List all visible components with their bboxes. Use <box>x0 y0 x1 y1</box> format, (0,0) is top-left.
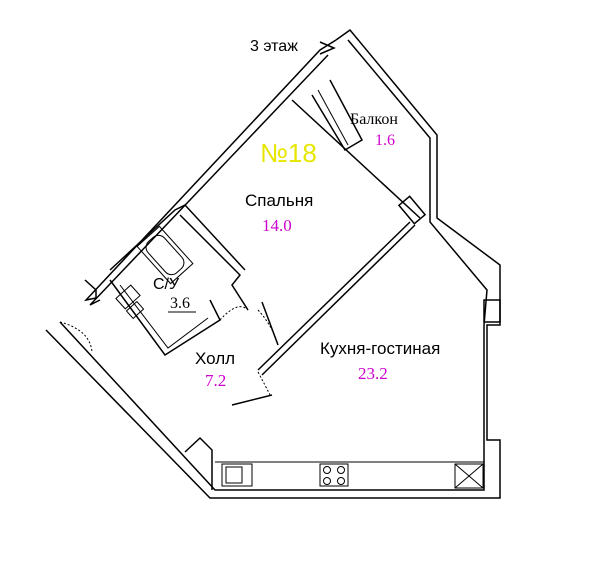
entrance-door <box>59 321 93 353</box>
bathroom-door <box>219 306 249 321</box>
balcony-outline <box>317 89 349 146</box>
outer-wall <box>45 28 501 499</box>
bathtub <box>136 225 194 285</box>
burner <box>323 466 331 474</box>
floor-label: 3 этаж <box>250 38 298 55</box>
room-area-hall: 7.2 <box>205 371 226 390</box>
room-name-bathroom: С/У <box>153 276 180 293</box>
plan-walls <box>45 28 501 499</box>
bathtub-inner <box>145 234 185 276</box>
room-area-bedroom: 14.0 <box>262 216 292 235</box>
room-area-balcony: 1.6 <box>375 132 395 149</box>
hall-door-leaf <box>231 394 273 406</box>
kitchen-sink <box>221 463 253 487</box>
kitchen-sink-basin <box>225 466 243 484</box>
bedroom-kitchen-wall-2 <box>261 224 416 376</box>
apartment-number: №18 <box>260 138 317 168</box>
sink <box>115 284 141 310</box>
burner <box>337 466 345 474</box>
room-area-bathroom: 3.6 <box>170 295 190 312</box>
bedroom-door-leaf <box>261 301 279 346</box>
hall-wall <box>184 436 213 490</box>
bedroom-kitchen-wall <box>291 99 421 219</box>
balcony-window <box>397 195 427 225</box>
floor-marker-arrow <box>319 41 336 55</box>
burner <box>337 477 345 485</box>
room-name-kitchen-living: Кухня-гостиная <box>320 339 440 358</box>
stove <box>319 463 349 487</box>
bathroom-wall <box>179 214 249 311</box>
left-exterior-wall <box>83 39 337 302</box>
bathroom-box <box>109 279 221 357</box>
balcony-wall <box>311 79 364 152</box>
bathroom-inner <box>119 284 209 349</box>
bathroom-wall-2 <box>109 204 246 271</box>
room-name-balcony: Балкон <box>350 111 398 128</box>
kitchen-window-frame <box>483 299 501 323</box>
bedroom-door <box>257 309 279 346</box>
room-area-kitchen-living: 23.2 <box>358 364 388 383</box>
fridge-diagonal <box>454 463 484 489</box>
outer-wall-inner <box>59 39 488 491</box>
kitchen-door <box>257 371 271 396</box>
burner <box>323 477 331 485</box>
bedroom-kitchen-wall-3 <box>257 221 411 371</box>
fridge <box>454 463 484 489</box>
toilet <box>125 300 145 320</box>
room-name-hall: Холл <box>195 349 235 368</box>
room-name-bedroom: Спальня <box>245 191 313 210</box>
left-exterior-wall-inner <box>89 54 329 306</box>
